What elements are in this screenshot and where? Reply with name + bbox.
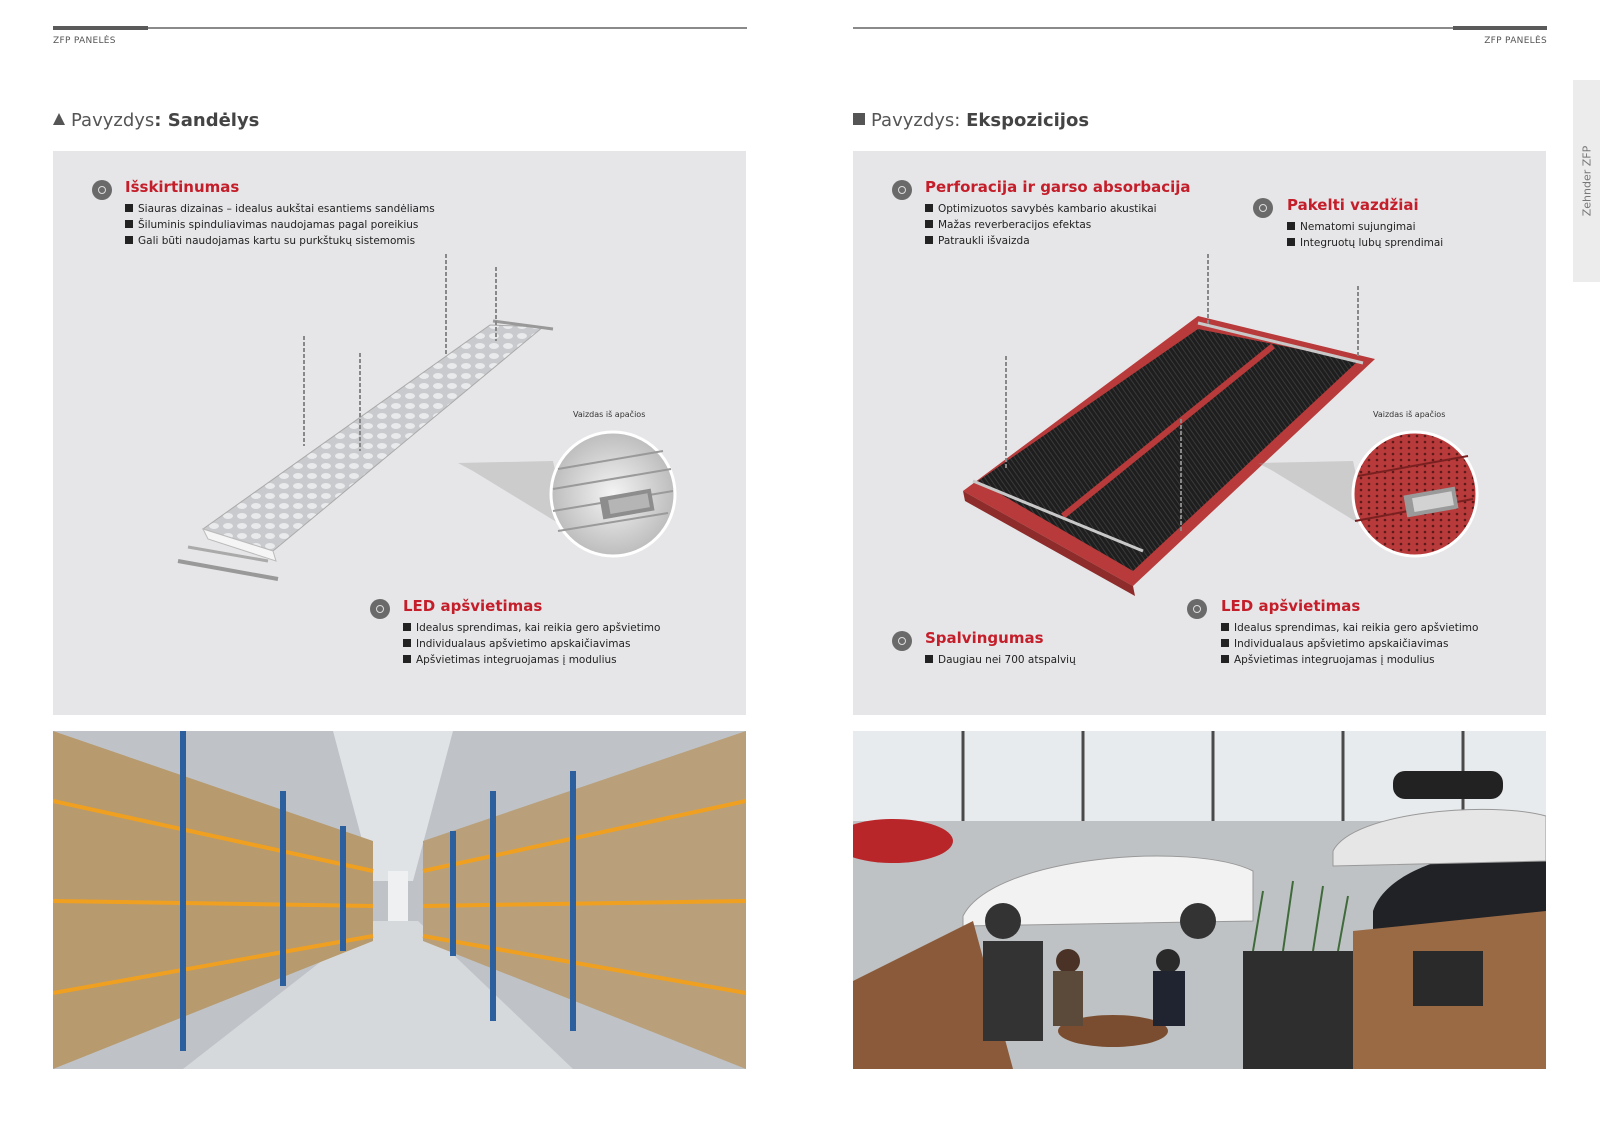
feature-item: Optimizuotos savybės kambario akustikai	[925, 201, 1191, 217]
heading-prefix: Pavyzdys	[71, 110, 155, 131]
feature-block: Pakelti vazdžiai Nematomi sujungimai Int…	[1287, 196, 1443, 251]
feature-item: Idealus sprendimas, kai reikia gero apšv…	[1221, 620, 1478, 636]
feature-icon	[892, 180, 912, 200]
feature-icon	[92, 180, 112, 200]
feature-title: LED apšvietimas	[403, 597, 543, 615]
view-caption: Vaizdas iš apačios	[1373, 410, 1446, 419]
feature-item: Apšvietimas integruojamas į modulius	[1221, 652, 1478, 668]
feature-item: Apšvietimas integruojamas į modulius	[403, 652, 660, 668]
header-rule-accent	[1453, 26, 1547, 30]
feature-item: Daugiau nei 700 atspalvių	[925, 652, 1076, 668]
feature-item: Gali būti naudojamas kartu su purkštukų …	[125, 233, 435, 249]
heading-prefix: Pavyzdys	[871, 110, 955, 131]
feature-title: Spalvingumas	[925, 629, 1044, 647]
heading-separator: :	[954, 110, 967, 131]
view-caption: Vaizdas iš apačios	[573, 410, 646, 419]
feature-item: Individualaus apšvietimo apskaičiavimas	[1221, 636, 1478, 652]
header-label: ZFP PANELĖS	[1484, 36, 1547, 46]
left-page: ZFP PANELĖS Pavyzdys: Sandėlys	[0, 0, 800, 1131]
feature-title: Perforacija ir garso absorbacija	[925, 178, 1191, 196]
feature-item: Individualaus apšvietimo apskaičiavimas	[403, 636, 660, 652]
feature-title: LED apšvietimas	[1221, 597, 1361, 615]
feature-block: LED apšvietimas Idealus sprendimas, kai …	[1221, 597, 1478, 668]
feature-title: Pakelti vazdžiai	[1287, 196, 1419, 214]
feature-item: Šiluminis spinduliavimas naudojamas paga…	[125, 217, 435, 233]
feature-item: Siauras dizainas – idealus aukštai esant…	[125, 201, 435, 217]
feature-item: Mažas reverberacijos efektas	[925, 217, 1191, 233]
product-panel: Išskirtinumas Siauras dizainas – idealus…	[53, 151, 746, 715]
triangle-icon	[53, 113, 65, 125]
feature-block: Išskirtinumas Siauras dizainas – idealus…	[125, 178, 435, 249]
showroom-photo	[853, 731, 1546, 1069]
warehouse-photo	[53, 731, 746, 1069]
feature-item: Nematomi sujungimai	[1287, 219, 1443, 235]
feature-item: Integruotų lubų sprendimai	[1287, 235, 1443, 251]
header-rule	[53, 27, 747, 29]
header-label: ZFP PANELĖS	[53, 36, 116, 46]
feature-block: Spalvingumas Daugiau nei 700 atspalvių	[925, 629, 1076, 668]
heading-name: Sandėlys	[167, 110, 260, 131]
page-heading: Pavyzdys: Sandėlys	[53, 110, 259, 131]
header-rule	[853, 27, 1547, 29]
feature-icon	[1187, 599, 1207, 619]
square-icon	[853, 113, 865, 125]
heading-separator: :	[154, 110, 168, 131]
warehouse-panel-illustration	[177, 254, 677, 581]
feature-icon	[370, 599, 390, 619]
feature-block: LED apšvietimas Idealus sprendimas, kai …	[403, 597, 660, 668]
product-panel: Perforacija ir garso absorbacija Optimiz…	[853, 151, 1546, 715]
feature-item: Idealus sprendimas, kai reikia gero apšv…	[403, 620, 660, 636]
page-heading: Pavyzdys: Ekspozicijos	[853, 110, 1089, 131]
header-rule-accent	[53, 26, 148, 30]
feature-title: Išskirtinumas	[125, 178, 240, 196]
side-tab-label: Zehnder ZFP	[1580, 145, 1593, 217]
right-page: ZFP PANELĖS Pavyzdys: Ekspozicijos	[800, 0, 1600, 1131]
feature-item: Patrauklі išvaizda	[925, 233, 1191, 249]
showroom-panel-illustration	[963, 254, 1479, 596]
feature-block: Perforacija ir garso absorbacija Optimiz…	[925, 178, 1191, 249]
side-tab: Zehnder ZFP	[1573, 80, 1600, 282]
feature-icon	[892, 631, 912, 651]
feature-icon	[1253, 198, 1273, 218]
heading-name: Ekspozicijos	[966, 110, 1090, 131]
